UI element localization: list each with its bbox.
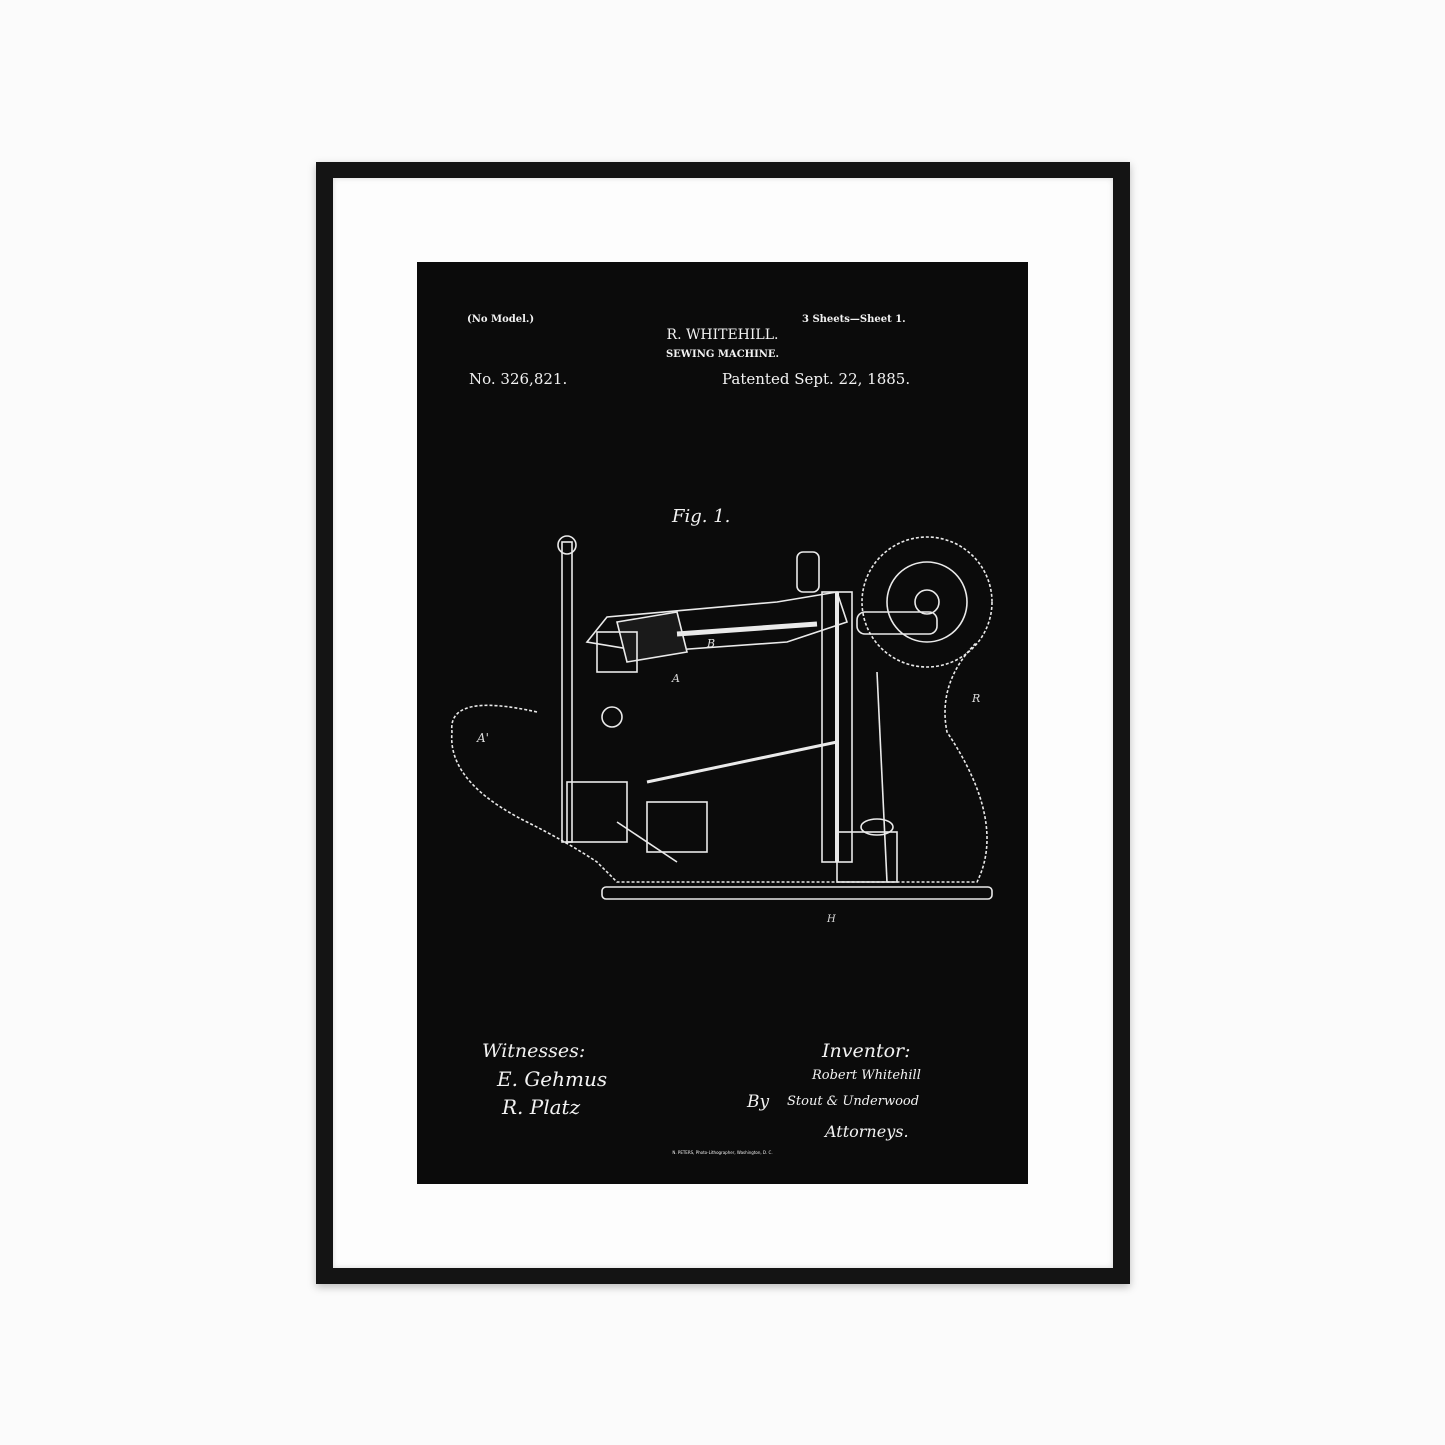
balance-wheel <box>861 536 993 668</box>
sewing-machine-drawing: B A A' R H <box>450 535 993 925</box>
svg-text:R: R <box>971 692 980 705</box>
patent-print: (No Model.) 3 Sheets—Sheet 1. R. WHITEHI… <box>417 262 1028 1184</box>
inventor-heading: R. WHITEHILL. <box>666 327 779 343</box>
bottom-shaft <box>601 886 993 900</box>
witnesses-label: Witnesses: <box>482 1040 586 1062</box>
patent-number: No. 326,821. <box>469 370 568 388</box>
patent-date: Patented Sept. 22, 1885. <box>722 370 911 388</box>
svg-text:B: B <box>706 637 715 650</box>
svg-text:H: H <box>826 914 836 925</box>
svg-text:A': A' <box>476 731 489 745</box>
witness-signature-2: R. Platz <box>502 1095 581 1119</box>
figure-label: Fig. 1. <box>672 506 731 527</box>
base-outline <box>450 641 988 883</box>
attorneys-label: Attorneys. <box>825 1122 909 1141</box>
attorneys-signature: Stout & Underwood <box>787 1094 920 1109</box>
no-model-label: (No Model.) <box>467 314 535 325</box>
svg-text:A: A <box>671 672 680 685</box>
lithographer-footer: N. PETERS, Photo-Lithographer, Washingto… <box>672 1150 773 1155</box>
inventor-signature: Robert Whitehill <box>812 1068 921 1083</box>
witness-signature-1: E. Gehmus <box>497 1067 608 1091</box>
patent-title: SEWING MACHINE. <box>665 349 780 360</box>
inventor-label: Inventor: <box>822 1040 911 1062</box>
sheets-label: 3 Sheets—Sheet 1. <box>802 314 906 325</box>
by-label: By <box>747 1092 770 1112</box>
